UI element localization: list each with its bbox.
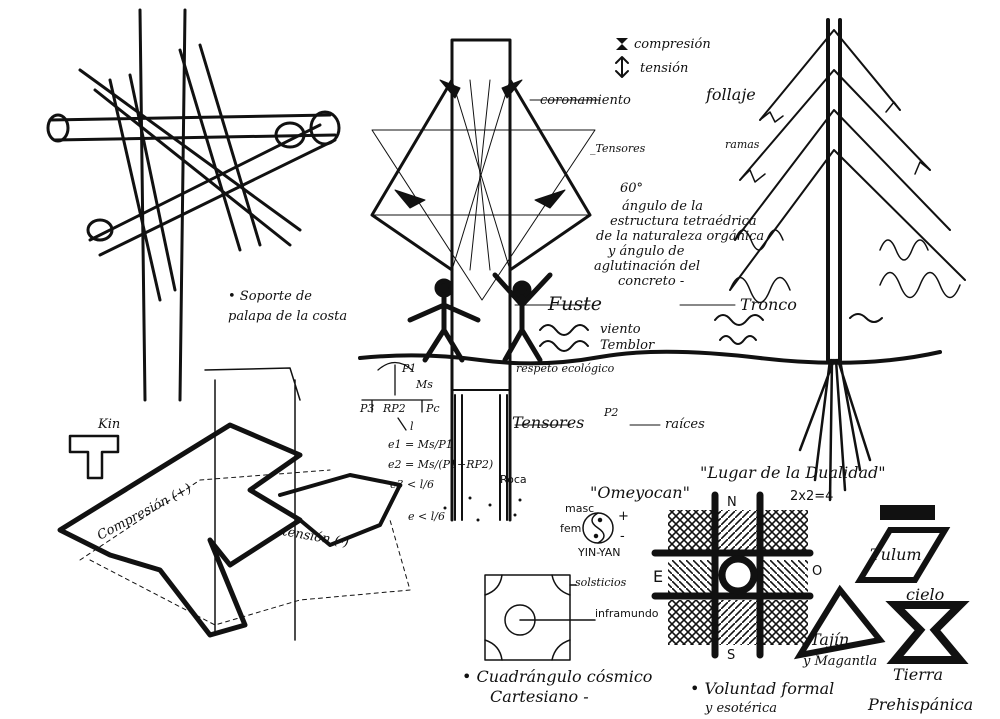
column-drawing: [358, 38, 942, 522]
kin-label: Kin: [97, 417, 120, 432]
duality-place-label: "Lugar de la Dualidad": [700, 463, 886, 482]
formula-e3: e3 < l/6: [390, 478, 434, 491]
compass-east: E: [653, 567, 663, 586]
tee-element-drawing: [57, 367, 411, 641]
omeyocan-label: "Omeyocan": [590, 483, 690, 502]
earth-label: Tierra: [893, 665, 943, 684]
quake-label: Temblor: [600, 338, 655, 353]
tulum-label: Tulum: [870, 545, 922, 564]
rock-label: Roca: [500, 473, 527, 486]
trunk-label: Tronco: [740, 295, 797, 314]
tensors-top-label: _Tensores: [590, 142, 646, 155]
wind-label: viento: [600, 322, 641, 337]
pyramids-drawing: [793, 505, 970, 664]
formula-e2: e2 = Ms/(P1+RP2): [388, 458, 493, 471]
tensors-bottom-label: Tensores: [512, 413, 584, 432]
cosmic-quadrangle: [484, 574, 596, 661]
angle-text-line: ángulo de la: [622, 199, 703, 214]
palapa-label-2: palapa de la costa: [228, 309, 347, 324]
formula-p1: P1: [401, 362, 416, 375]
sky-label: cielo: [906, 585, 944, 604]
branches-label: ramas: [725, 138, 760, 151]
yin-yang-label: YIN-YAN: [577, 546, 620, 559]
palapa-label-1: • Soporte de: [228, 289, 312, 304]
crown-label: coronamiento: [540, 93, 631, 108]
equation-label: 2x2=4: [790, 489, 833, 504]
kin-glyph: [68, 434, 120, 480]
roots-label: raíces: [665, 417, 705, 432]
legend-tension: tensión: [640, 61, 688, 76]
shaft-label: Fuste: [547, 293, 602, 315]
angle-text-line: de la naturaleza orgánica: [596, 229, 764, 244]
formula-ms: Ms: [415, 378, 433, 391]
formula-rp2: RP2: [382, 402, 406, 415]
formal-will-label-2: y esotérica: [704, 701, 777, 716]
formulas: P1 Ms P3 RP2 Pc l e1 = Ms/P1 e2 = Ms/(P1…: [359, 361, 493, 523]
legend-compression: compresión: [634, 37, 711, 52]
compass-west: O: [812, 564, 822, 579]
tree-drawing: [729, 18, 966, 502]
compression-label: Compresión (+): [95, 481, 194, 543]
formula-e4: e < l/6: [408, 510, 445, 523]
prehispanic-label: Prehispánica: [867, 695, 973, 714]
quadrangle-caption-1: • Cuadrángulo cósmico: [462, 667, 652, 686]
formula-l: l: [410, 420, 414, 433]
angle-text-line: concreto -: [618, 274, 684, 289]
foliage-label: follaje: [705, 85, 756, 104]
tension-icon: [615, 56, 629, 78]
compression-icon: [616, 38, 628, 50]
formula-pc: Pc: [425, 402, 440, 415]
eco-label: respeto ecológico: [516, 362, 615, 375]
tajin-label: Tajín: [810, 630, 849, 649]
fem-label: fem: [560, 522, 581, 535]
angle-text-line: y ángulo de: [607, 244, 685, 259]
solstices-label: solsticios: [575, 576, 627, 589]
angle-text-line: estructura tetraédrica: [610, 214, 757, 229]
palapa-drawing: [46, 8, 341, 402]
formal-will-label-1: • Voluntad formal: [690, 679, 834, 698]
angle-description: ángulo de la estructura tetraédrica de l…: [594, 199, 764, 289]
yin-yang-icon: [582, 512, 614, 544]
angle-label: 60°: [620, 181, 643, 196]
formula-e1: e1 = Ms/P1: [388, 438, 453, 451]
quadrangle-caption-2: Cartesiano -: [490, 687, 589, 706]
tajin-label-2: y Magantla: [802, 654, 877, 669]
minus-sign: -: [620, 529, 625, 544]
underworld-label: inframundo: [595, 607, 659, 620]
angle-text-line: aglutinación del: [594, 259, 700, 274]
compass-north: N: [727, 495, 737, 510]
p2-label: P2: [603, 406, 618, 419]
plus-sign: +: [618, 509, 629, 524]
formula-p3: P3: [359, 402, 374, 415]
human-figures: [407, 272, 553, 363]
compass-grid: [651, 491, 814, 659]
tension-label: tensión (-): [281, 524, 350, 550]
masc-label: masc: [565, 502, 594, 515]
compass-south: S: [727, 648, 735, 663]
